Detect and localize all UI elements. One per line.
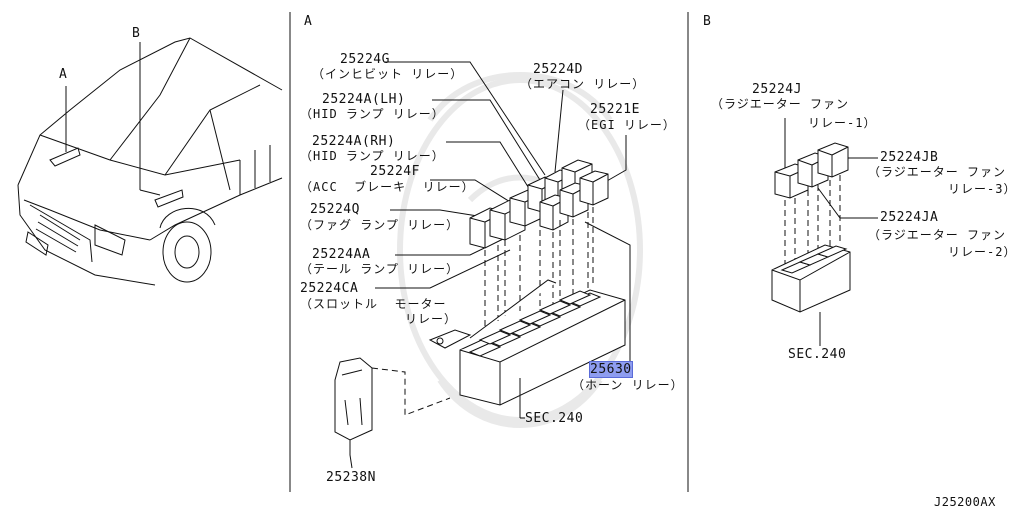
callout-25224F-part: 25224F	[370, 164, 420, 179]
callout-25224CA-desc2: リレー）	[405, 312, 458, 326]
fuse-puller-25238N	[334, 357, 373, 469]
sec-label-a: SEC.240	[525, 411, 584, 426]
reference-code: J25200AX	[934, 495, 996, 509]
car-label-b: B	[132, 26, 141, 41]
callout-25224CA-desc: （スロットル モーター	[300, 297, 447, 311]
callout-25224JB-desc2: リレー-3）	[948, 182, 1017, 196]
callout-25224D-desc: （エアコン リレー）	[520, 77, 646, 91]
callout-25224A-LH-desc: （HID ランプ リレー）	[300, 107, 445, 121]
relay-box-b	[771, 244, 851, 313]
callout-25224JB-desc: （ラジエーター ファン	[868, 165, 1006, 179]
callout-25224JA-part: 25224JA	[880, 210, 939, 225]
sec-label-b: SEC.240	[788, 347, 847, 362]
panel-b-title: B	[703, 14, 712, 29]
panel-a-title: A	[304, 14, 313, 29]
callout-25224J-desc: （ラジエーター ファン	[711, 97, 849, 111]
callout-25224F-desc: （ACC ブレーキ リレー）	[300, 180, 475, 194]
callout-25221E-desc: （EGI リレー）	[578, 118, 676, 132]
callout-25224AA-desc: （テール ランプ リレー）	[300, 262, 460, 276]
callout-25224A-RH-part: 25224A(RH)	[312, 134, 396, 149]
callout-25224JA-desc: （ラジエーター ファン	[868, 228, 1006, 242]
callout-25630-part: 25630	[589, 361, 633, 378]
callout-25224JA-desc2: リレー-2）	[948, 245, 1017, 259]
callout-25224J-part: 25224J	[752, 82, 802, 97]
leader-lines-a	[375, 61, 631, 368]
dashed-guides-b	[784, 175, 841, 268]
callout-25221E-part: 25221E	[590, 102, 640, 117]
callout-25224AA-part: 25224AA	[312, 247, 371, 262]
callout-25224D-part: 25224D	[533, 62, 583, 77]
callout-25224A-LH-part: 25224A(LH)	[322, 92, 406, 107]
callout-25224Q-part: 25224Q	[310, 202, 360, 217]
relay-cluster-b	[774, 142, 849, 199]
dashed-guides-a	[371, 207, 594, 416]
car-label-a: A	[59, 67, 68, 82]
relay-box-a	[428, 279, 626, 419]
callout-25224Q-desc: （ファグ ランプ リレー）	[300, 218, 460, 232]
callout-25630-desc: （ホーン リレー）	[572, 378, 684, 392]
fuse-puller-part: 25238N	[326, 470, 376, 485]
vehicle-illustration	[17, 37, 283, 286]
callout-25224J-desc2: リレー-1）	[808, 116, 877, 130]
callout-25224G-desc: （インヒビット リレー）	[312, 67, 464, 81]
callout-25224G-part: 25224G	[340, 52, 390, 67]
callout-25224A-RH-desc: （HID ランプ リレー）	[300, 149, 445, 163]
callout-25224CA-part: 25224CA	[300, 281, 359, 296]
callout-25224JB-part: 25224JB	[880, 150, 939, 165]
relay-cluster-a	[469, 159, 609, 249]
